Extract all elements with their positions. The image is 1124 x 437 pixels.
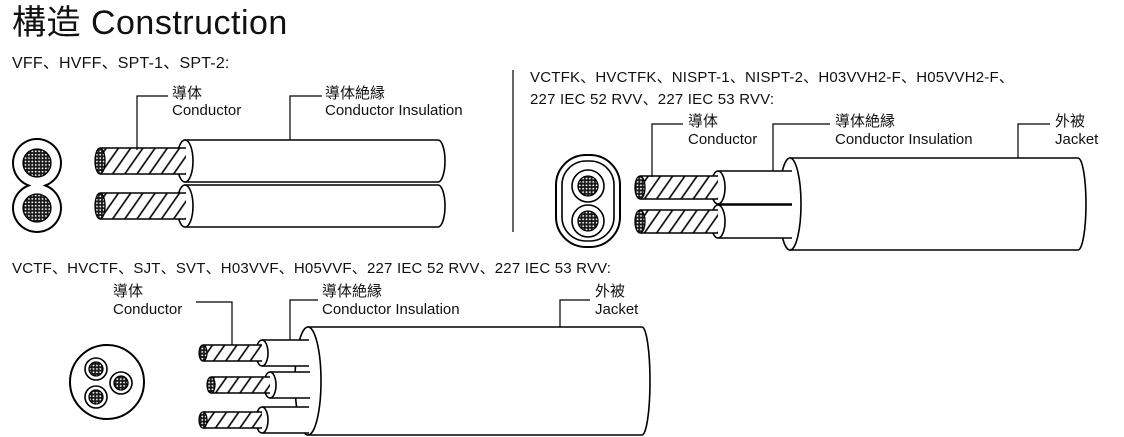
insulation-fill [270,372,310,398]
conductor-strands [203,412,262,428]
section2-insulation-label: Conductor Insulation [835,131,973,148]
section3-jacket-leader [559,299,590,327]
conductor-end-face [198,344,208,362]
conductor-strands [100,193,186,219]
conductor-end-face [198,411,208,429]
conductor-section-2 [22,193,52,223]
section3-conductor-label: Conductor [113,301,183,318]
insulation-body [262,339,309,367]
section1-wire-2 [94,184,446,228]
conductor-section-1 [88,361,104,377]
section2-conductor-label-cjk: 導体 [688,113,719,130]
conductor-end-face [94,147,106,175]
jacket-body [307,326,651,436]
page-title: 構造 Construction [12,6,288,40]
section1-insulation-label: Conductor Insulation [325,102,463,119]
section1-conductor-leader [136,95,168,150]
insulation-body [184,184,446,228]
section1-insulation-leader [289,95,322,140]
section3-conductor-leader [196,301,233,345]
insulation-body [262,406,309,434]
conductor-outline [640,209,718,234]
conductor-section-2 [113,375,129,391]
section3-wire-2 [206,371,310,399]
insulation-fill [262,340,309,366]
section3-wire-3 [198,406,309,434]
section3-conductor-label-cjk: 導体 [113,283,144,300]
section1-conductor-label-cjk: 導体 [172,85,203,102]
page-title-cjk: 構造 [12,4,81,42]
conductor-end-face [634,175,646,200]
conductor-outline [100,147,186,175]
insulation-fill [718,205,792,238]
jacket-inner-outline [561,160,615,242]
section3-side-view [196,299,651,436]
section3-models: VCTF、HVCTF、SJT、SVT、H03VVF、H05VVF、227 IEC… [12,260,612,277]
section2-jacket-leader [1017,123,1050,158]
insulation-body [718,170,792,205]
section2-conductor-label: Conductor [688,131,758,148]
section1-side-view [94,95,446,228]
section3-jacket-label: Jacket [595,301,639,318]
section3-cross-section [69,344,145,420]
section2-wire-2 [634,204,792,239]
section2-jacket-label-cjk: 外被 [1055,113,1086,130]
section3-insulation-label: Conductor Insulation [322,301,460,318]
section2-wire-1 [634,170,792,205]
conductor-outline [100,192,186,220]
conductor-outline [640,175,718,200]
page-title-en: Construction [90,4,288,42]
conductor-strands [211,377,270,393]
insulation-body [270,371,310,399]
section2-insulation-label-cjk: 導体絶縁 [835,113,896,130]
insulation-fill [262,407,309,433]
conductor-end-face [206,376,216,394]
section3-insulation-label-cjk: 導体絶縁 [322,283,383,300]
jacket-body [789,157,1087,251]
section1-models: VFF、HVFF、SPT-1、SPT-2: [12,55,230,72]
section3-jacket-label-cjk: 外被 [595,283,626,300]
insulation-fill [718,171,792,204]
section1-cross-section [12,138,62,233]
section2-models-line-1: VCTFK、HVCTFK、NISPT-1、NISPT-2、H03VVH2-F、H… [530,69,1015,86]
section3-insulation-leader [289,299,318,340]
conductor-section-1 [22,148,52,178]
section2-side-view [634,123,1087,251]
section1-wire-1 [94,139,446,183]
jacket-outline [69,344,145,420]
section2-jacket-label: Jacket [1055,131,1099,148]
section2-cross-section [555,154,621,248]
section1-insulation-label-cjk: 導体絶縁 [325,85,386,102]
section2-insulation-leader [772,123,830,171]
conductor-strands [640,210,718,233]
section2-conductor-leader [651,123,683,177]
conductor-strands [100,148,186,174]
conductor-strands [203,345,262,361]
section1-conductor-label: Conductor [172,102,242,119]
insulation-body [718,204,792,239]
conductor-outline [211,376,270,394]
section3-wire-1 [198,339,309,367]
conductor-section-1 [577,175,599,197]
conductor-end-face [634,209,646,234]
insulation-body [184,139,446,183]
conductor-strands [640,176,718,199]
conductor-section-2 [577,210,599,232]
conductor-outline [203,411,262,429]
conductor-end-face [94,192,106,220]
conductor-section-3 [88,389,104,405]
section2-models-line-2: 227 IEC 52 RVV、227 IEC 53 RVV: [530,91,775,108]
